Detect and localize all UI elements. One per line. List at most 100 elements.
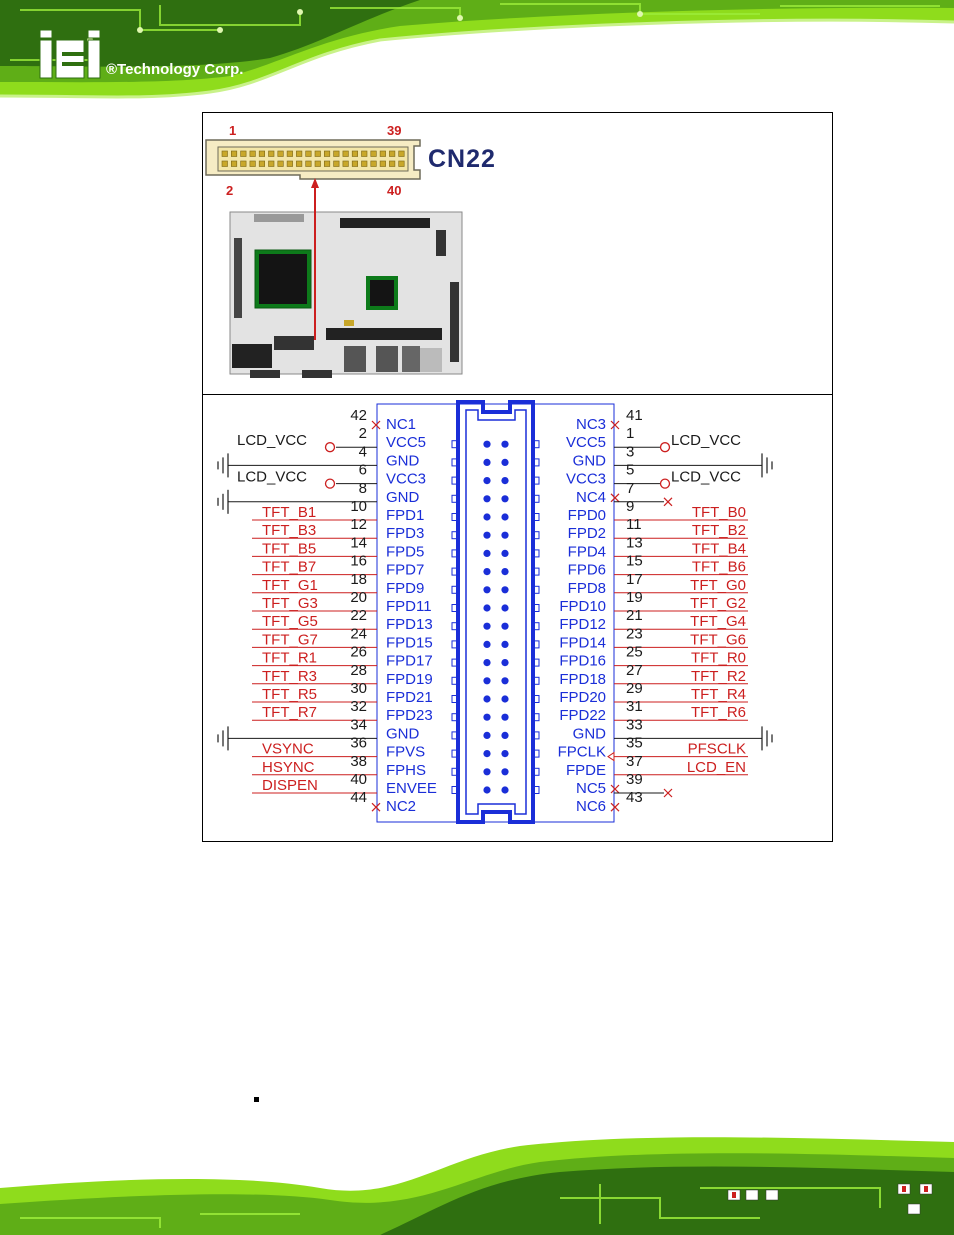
pin-pad: [532, 640, 540, 649]
net-label: LCD_VCC: [237, 469, 307, 486]
pin-dot: [483, 659, 491, 667]
pin-pad: [451, 567, 459, 576]
pin-signal: GND: [386, 489, 420, 506]
pin-dot: [483, 640, 491, 649]
pin-dot: [501, 731, 509, 740]
net-label: LCD_VCC: [671, 469, 741, 486]
pin-signal: GND: [573, 725, 607, 742]
net-label: TFT_G2: [690, 595, 746, 612]
connector-pin: [389, 160, 396, 167]
pin-pad: [451, 695, 459, 703]
pin-signal: FPD1: [386, 507, 424, 524]
pin-number: 27: [626, 662, 643, 679]
pin-signal: FPD4: [568, 543, 606, 560]
pin-label-1: 1: [229, 123, 236, 138]
pin-signal: VCC5: [386, 434, 426, 451]
connector-title: CN22: [428, 145, 496, 173]
connector-pin: [333, 150, 340, 157]
pin-dot: [501, 531, 509, 539]
pin-pad: [532, 440, 540, 449]
connector-pin: [323, 160, 331, 167]
pin-dot: [483, 568, 491, 576]
pin-dot: [483, 586, 491, 594]
connector-pin: [240, 160, 247, 167]
pin-signal: NC5: [576, 780, 606, 797]
connector-pin: [351, 160, 359, 167]
pin-signal: FPD19: [386, 671, 433, 688]
pin-pad: [451, 494, 459, 503]
pin-dot: [483, 695, 491, 703]
pin-number: 34: [350, 716, 367, 733]
connector-pin: [258, 150, 266, 157]
net-label: TFT_B7: [262, 559, 316, 576]
pin-signal: GND: [386, 725, 420, 742]
connector-pin: [286, 160, 293, 167]
pin-signal: FPD17: [386, 653, 433, 670]
connector-pin: [342, 150, 349, 157]
header-banner: ®Technology Corp.: [0, 0, 954, 112]
net-label: TFT_B5: [262, 540, 316, 557]
pin-number: 25: [626, 644, 643, 661]
vcc-terminal-icon: [659, 442, 671, 453]
pin-signal: FPD22: [559, 707, 606, 724]
pin-number: 42: [350, 407, 367, 424]
no-connect-icon: [371, 802, 381, 812]
pin-dot: [483, 513, 491, 521]
pin-signal: GND: [386, 452, 420, 469]
pin-number: 20: [350, 589, 367, 606]
net-label: VSYNC: [262, 741, 314, 758]
vcc-terminal-icon: [324, 478, 336, 489]
pin-pad: [532, 676, 540, 685]
no-connect-icon: [610, 493, 620, 503]
pin-number: 14: [350, 534, 367, 551]
pin-dot: [483, 604, 491, 612]
pin-number: 31: [626, 698, 643, 715]
pin-dot: [501, 513, 509, 521]
net-label: TFT_G0: [690, 577, 746, 594]
pin-signal: VCC5: [566, 434, 606, 451]
pin-pad: [532, 567, 540, 576]
pin-dot: [483, 477, 491, 485]
pin-number: 1: [626, 425, 634, 442]
connector-pin: [268, 150, 275, 157]
footer-banner: [0, 1128, 954, 1235]
svg-text:®Technology Corp.: ®Technology Corp.: [106, 61, 243, 78]
pin-pad: [451, 440, 459, 449]
pin-signal: FPD13: [386, 616, 433, 633]
pin-number: 26: [350, 644, 367, 661]
pin-signal: FPD20: [559, 689, 606, 706]
connector-pin: [286, 150, 293, 157]
connector-location-diagram: 1 39 2 40 CN22: [205, 123, 496, 378]
pin-pad: [451, 658, 459, 667]
no-connect-icon: [610, 802, 620, 812]
pin-pad: [451, 604, 459, 612]
pin-signal: NC4: [576, 489, 606, 506]
pin-pad: [451, 731, 459, 740]
pin-number: 43: [626, 789, 643, 806]
pin-pad: [451, 767, 459, 776]
motherboard-image: [229, 211, 463, 378]
pin-signal: GND: [573, 452, 607, 469]
connector-pin: [361, 160, 368, 167]
arrow-head-icon: [311, 178, 319, 188]
pin-number: 30: [350, 680, 367, 697]
pin-pad: [532, 476, 540, 485]
connector-pin: [333, 160, 340, 167]
connector-pin: [296, 150, 303, 157]
pin-number: 37: [626, 753, 643, 770]
net-label: LCD_EN: [687, 759, 746, 776]
header-body: [456, 400, 535, 824]
pin-number: 39: [626, 771, 643, 788]
net-label: TFT_G6: [690, 631, 746, 648]
pin-dot: [501, 604, 509, 612]
pin-dot: [501, 768, 509, 776]
pin-pad: [451, 640, 459, 649]
pin-number: 2: [359, 425, 367, 442]
pin-dot: [483, 713, 491, 721]
pin-pad: [532, 494, 540, 503]
net-label: TFT_R3: [262, 668, 317, 685]
pin-dot: [501, 549, 509, 558]
net-label: TFT_G4: [690, 613, 746, 630]
pin-pad: [451, 549, 459, 558]
